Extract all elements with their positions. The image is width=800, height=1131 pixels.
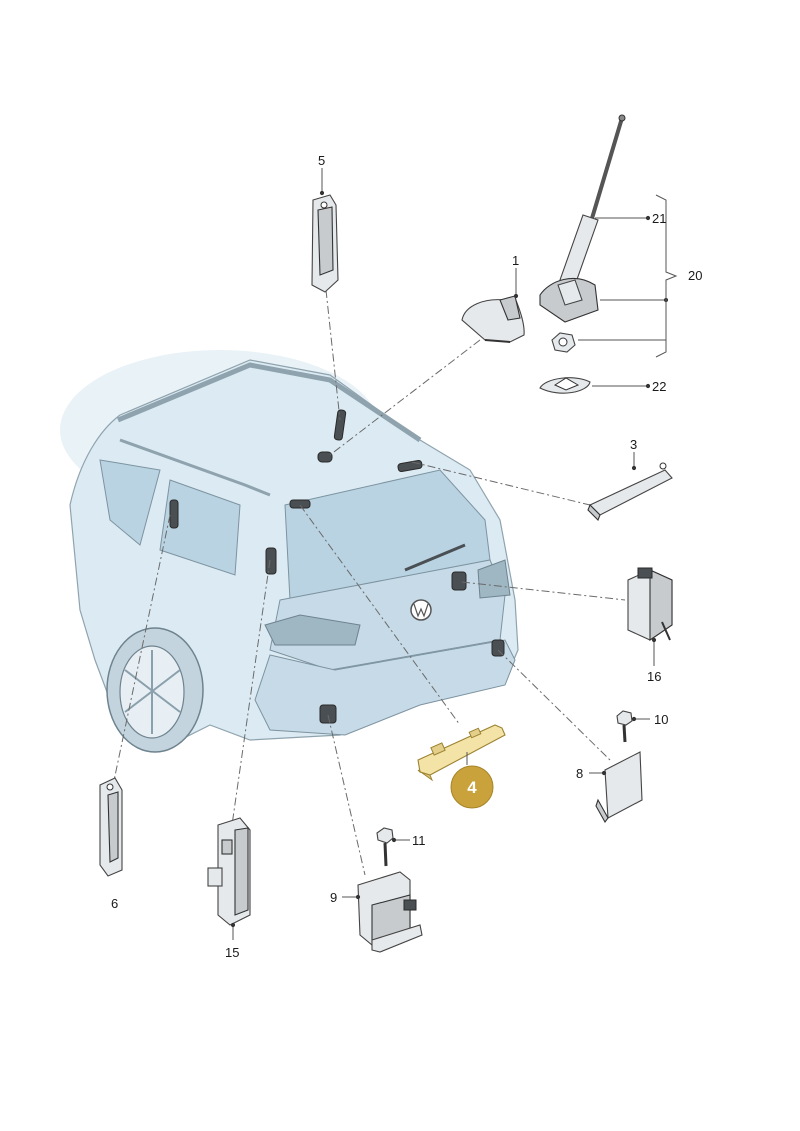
part-6-antenna-module[interactable] xyxy=(99,777,123,877)
label-21[interactable]: 21 xyxy=(652,211,666,226)
part-10-bolt[interactable] xyxy=(616,710,633,743)
label-9[interactable]: 9 xyxy=(330,890,337,905)
part-20-antenna-base[interactable] xyxy=(539,277,599,323)
label-22[interactable]: 22 xyxy=(652,379,666,394)
part-22-seal[interactable] xyxy=(539,377,591,394)
label-1[interactable]: 1 xyxy=(512,253,519,268)
label-5[interactable]: 5 xyxy=(318,153,325,168)
label-16[interactable]: 16 xyxy=(647,669,661,684)
leader-lines xyxy=(230,168,678,940)
label-8[interactable]: 8 xyxy=(576,766,583,781)
part-11-bolt[interactable] xyxy=(376,827,394,867)
part-16-module[interactable] xyxy=(627,567,673,642)
part-4-antenna-amplifier[interactable] xyxy=(417,724,506,782)
part-8-control-unit[interactable] xyxy=(595,751,643,824)
label-11[interactable]: 11 xyxy=(412,833,426,848)
label-10[interactable]: 10 xyxy=(654,712,668,727)
label-6[interactable]: 6 xyxy=(111,896,118,911)
part-20-nut[interactable] xyxy=(551,332,576,353)
part-21-antenna-rod[interactable] xyxy=(559,114,626,286)
part-15-module[interactable] xyxy=(207,817,251,926)
connection-lines xyxy=(111,289,626,876)
highlight-badge-4[interactable]: 4 xyxy=(450,765,494,809)
part-3-amplifier[interactable] xyxy=(587,462,673,521)
part-9-control-unit[interactable] xyxy=(357,871,423,953)
label-3[interactable]: 3 xyxy=(630,437,637,452)
label-20[interactable]: 20 xyxy=(688,268,702,283)
vehicle-rear-view xyxy=(60,350,519,753)
label-15[interactable]: 15 xyxy=(225,945,239,960)
part-1-roof-antenna[interactable] xyxy=(461,295,525,343)
part-5-antenna-module[interactable] xyxy=(311,194,339,293)
callout-labels: 5 1 21 20 22 3 16 10 8 11 9 6 15 4 xyxy=(111,153,702,960)
label-4[interactable]: 4 xyxy=(467,778,477,797)
